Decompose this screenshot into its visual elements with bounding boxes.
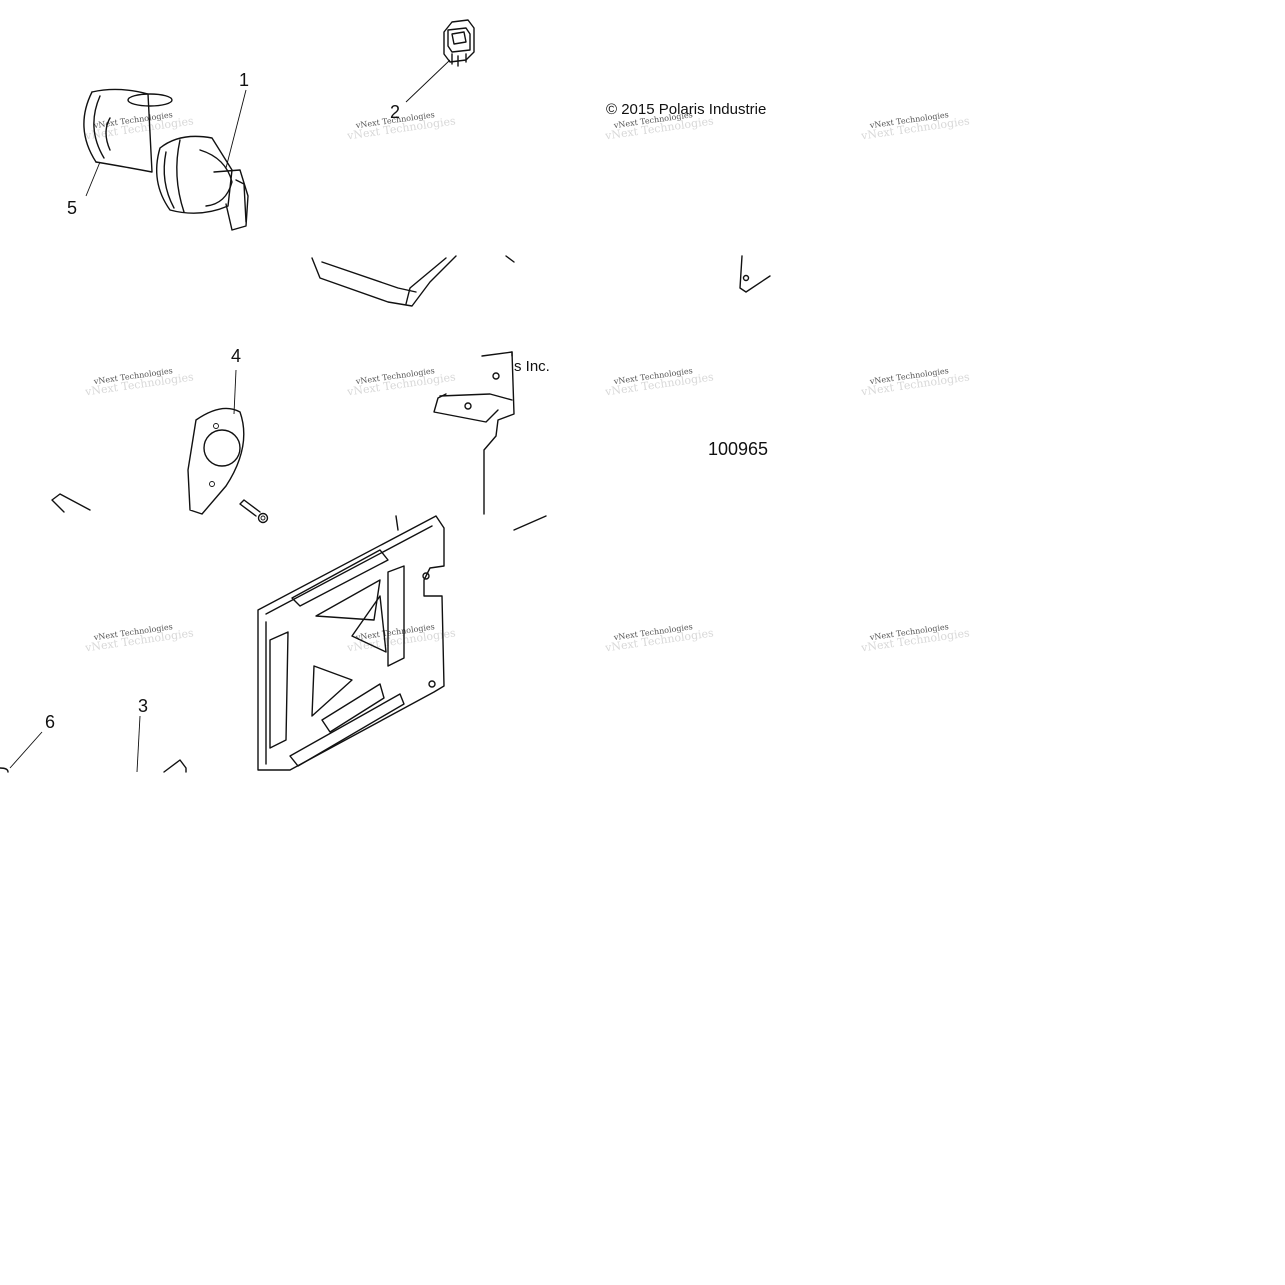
bezel-ring-part bbox=[83, 88, 173, 197]
callout-6: 6 bbox=[45, 712, 55, 732]
callout-1: 1 bbox=[239, 70, 249, 90]
callout-labels: 1 2 3 4 5 6 bbox=[45, 70, 400, 732]
copyright-text: © 2015 Polaris Industrie bbox=[606, 101, 766, 118]
document-number: 100965 bbox=[708, 439, 768, 459]
lower-panel-part bbox=[257, 515, 445, 771]
callout-2: 2 bbox=[390, 102, 400, 122]
callout-5: 5 bbox=[67, 198, 77, 218]
callout-3: 3 bbox=[138, 696, 148, 716]
mounting-plate-part bbox=[51, 369, 245, 515]
knob-switch-part bbox=[155, 89, 249, 231]
lower-left-parts bbox=[0, 715, 187, 773]
screw-nut-part bbox=[239, 499, 269, 524]
callout-4: 4 bbox=[231, 346, 241, 366]
rocker-switch-part bbox=[405, 19, 475, 103]
upper-bracket-part bbox=[311, 255, 771, 307]
copyright-tail-text: s Inc. bbox=[514, 358, 550, 375]
vertical-bracket-part bbox=[433, 351, 547, 531]
